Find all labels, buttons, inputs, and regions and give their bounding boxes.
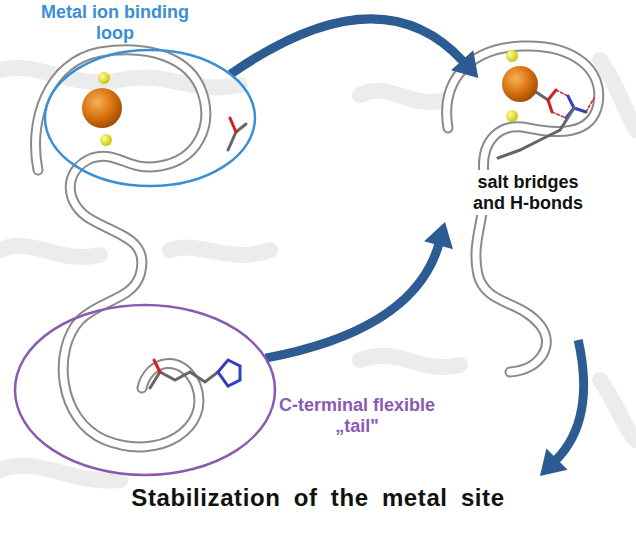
sulfur-atom [98,72,110,84]
svg-path [360,356,460,367]
svg-path [228,124,246,150]
arrow-shaft [556,340,584,460]
arrow-shaft [230,19,463,74]
arrow-head [424,222,453,249]
svg-path [447,46,599,372]
svg-path [498,108,574,158]
left-ribbon [36,50,206,447]
curved-arrow [540,340,584,476]
right-ribbon [447,46,599,372]
sulfur-atom [506,110,518,122]
svg-path [586,98,594,112]
svg-path [548,90,556,112]
svg-path [600,60,636,130]
svg-path [447,46,599,372]
svg-path [154,360,160,372]
svg-path [170,248,270,255]
loop-ellipse: Metal ion binding loop [30,2,270,188]
left-side-chains [150,118,246,388]
svg-path [218,360,240,386]
curved-arrow [230,19,478,78]
curved-arrow [266,222,453,358]
result-label: Stabilization of the metal site [18,476,618,522]
svg-path [150,372,218,388]
svg-path [360,91,445,102]
arrow-head [540,448,568,476]
svg-path [36,50,206,447]
svg-path [0,246,100,257]
ellipse-outline [15,305,275,475]
svg-path [230,118,236,132]
node-label: salt bridges and H-bonds [461,170,595,215]
stabilized-site: salt bridges and H-bonds [445,78,630,340]
sulfur-atom [100,134,112,146]
sulfur-atom [506,50,518,62]
background-helices [0,60,636,481]
ellipse-outline [10,295,440,485]
node-label: Metal ion binding loop [30,2,200,43]
svg-path [36,50,206,447]
node-label: C-terminal flexible „tail" [278,395,436,436]
metal-ion [502,66,538,102]
svg-path [600,380,636,440]
ellipse-outline [30,2,270,188]
arrow-shaft [266,243,440,358]
svg-path [552,90,568,118]
arrow-head [451,50,478,78]
tail-ellipse: C-terminal flexible „tail" [10,295,440,485]
svg-path [0,466,120,481]
metal-ion [82,88,122,128]
node-label: Stabilization of the metal site [18,484,618,512]
ellipse-outline [45,50,255,186]
